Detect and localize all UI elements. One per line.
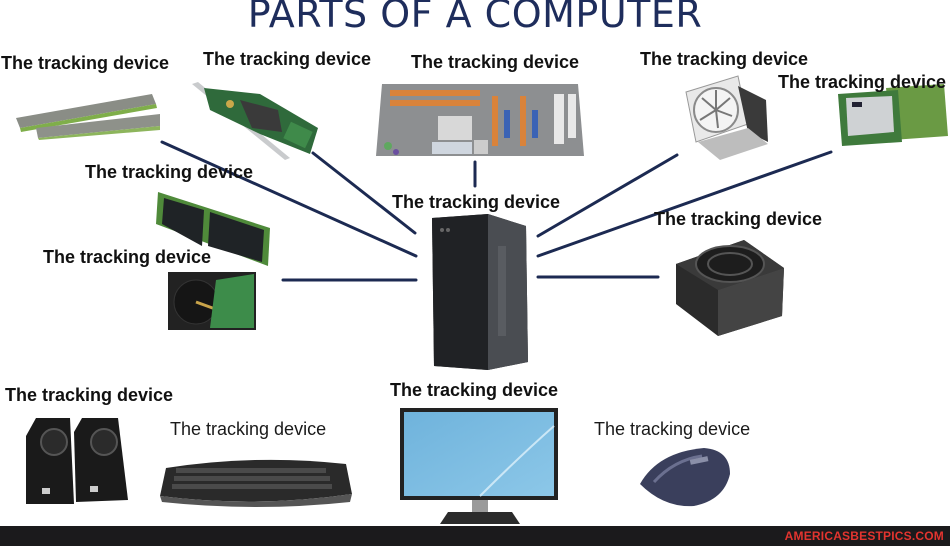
label-ssd: The tracking device xyxy=(85,162,254,182)
connector-expansion-card xyxy=(311,151,417,235)
label-cpu: The tracking device xyxy=(778,72,947,92)
label-monitor: The tracking device xyxy=(390,380,559,400)
label-keyboard: The tracking device xyxy=(170,419,327,439)
footer-bar: AMERICASBESTPICS.COM xyxy=(0,526,950,546)
label-psu: The tracking device xyxy=(654,209,823,229)
connector-cpu xyxy=(536,150,833,258)
keyboard-icon xyxy=(160,459,352,507)
cpu-cooler-icon xyxy=(685,75,768,160)
watermark: AMERICASBESTPICS.COM xyxy=(784,529,944,543)
label-motherboard: The tracking device xyxy=(411,52,580,72)
label-tower: The tracking device xyxy=(392,192,561,212)
motherboard-icon xyxy=(376,84,584,156)
label-expansion-card: The tracking device xyxy=(203,49,372,69)
connector-ram xyxy=(160,140,418,258)
label-mouse: The tracking device xyxy=(594,419,751,439)
monitor-icon xyxy=(400,408,558,524)
label-cpu-cooler: The tracking device xyxy=(640,49,809,69)
connector-cpu-cooler xyxy=(536,153,679,238)
label-speakers: The tracking device xyxy=(5,385,174,405)
pc-tower-icon xyxy=(432,214,528,370)
m2-ssd-icon xyxy=(156,192,270,266)
speakers-icon xyxy=(26,418,128,504)
power-supply-icon xyxy=(676,240,784,336)
hard-drive-icon xyxy=(168,272,256,330)
ram-stick-icon xyxy=(16,94,160,140)
label-hdd: The tracking device xyxy=(43,247,212,267)
cpu-chip-icon xyxy=(838,84,948,146)
page-title: PARTS OF A COMPUTER xyxy=(247,0,703,36)
mouse-icon xyxy=(640,448,730,507)
expansion-card-icon xyxy=(192,82,318,160)
label-ram: The tracking device xyxy=(1,53,170,73)
